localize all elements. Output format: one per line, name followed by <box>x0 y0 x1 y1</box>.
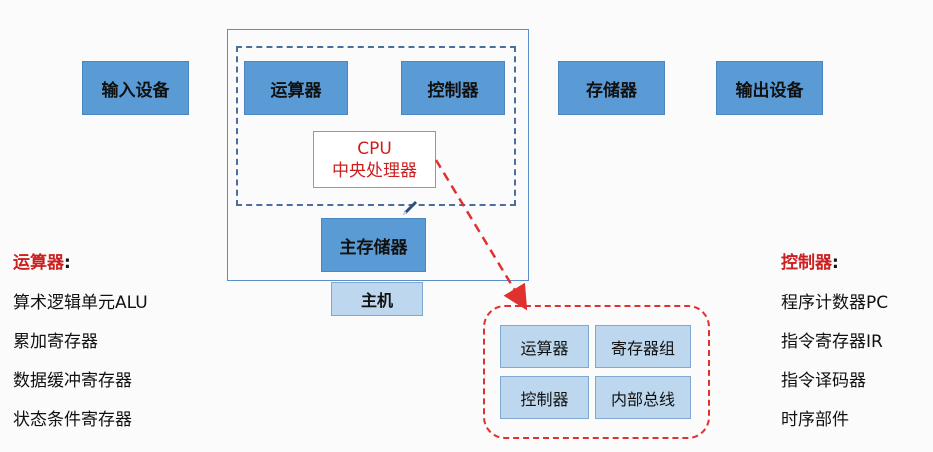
left-panel-item: 累加寄存器 <box>13 332 98 352</box>
cpu-label: CPU 中央处理器 <box>313 131 436 188</box>
main-memory-box: 主存储器 <box>321 218 426 272</box>
right-panel-item: 指令译码器 <box>781 371 866 391</box>
storage-box: 存储器 <box>558 61 665 115</box>
cpu-detail-panel <box>483 305 710 439</box>
detail-controller-box: 控制器 <box>500 376 589 419</box>
left-panel-title-colon: : <box>64 253 71 273</box>
cpu-boundary <box>236 46 516 206</box>
right-panel-title: 控制器: <box>781 248 839 273</box>
right-panel-item: 时序部件 <box>781 410 849 430</box>
right-panel-item: 指令寄存器IR <box>781 332 883 352</box>
controller-box: 控制器 <box>401 61 505 115</box>
left-panel-title-text: 运算器 <box>13 253 64 273</box>
output-device-box: 输出设备 <box>716 61 823 115</box>
cpu-label-line1: CPU <box>357 138 392 159</box>
right-panel-title-text: 控制器 <box>781 253 832 273</box>
input-device-box: 输入设备 <box>82 61 189 115</box>
left-panel-item: 数据缓冲寄存器 <box>13 371 132 391</box>
detail-internal-bus-box: 内部总线 <box>595 376 691 419</box>
cpu-label-line2: 中央处理器 <box>332 160 417 181</box>
right-panel-title-colon: : <box>832 253 839 273</box>
left-panel-item: 算术逻辑单元ALU <box>13 293 148 313</box>
detail-register-group-box: 寄存器组 <box>595 325 691 368</box>
left-panel-title: 运算器: <box>13 248 71 273</box>
host-label: 主机 <box>331 282 423 316</box>
left-panel-item: 状态条件寄存器 <box>13 410 132 430</box>
host-frame <box>227 29 529 281</box>
right-panel-item: 程序计数器PC <box>781 293 889 313</box>
detail-alu-box: 运算器 <box>500 325 589 368</box>
alu-box: 运算器 <box>244 61 348 115</box>
